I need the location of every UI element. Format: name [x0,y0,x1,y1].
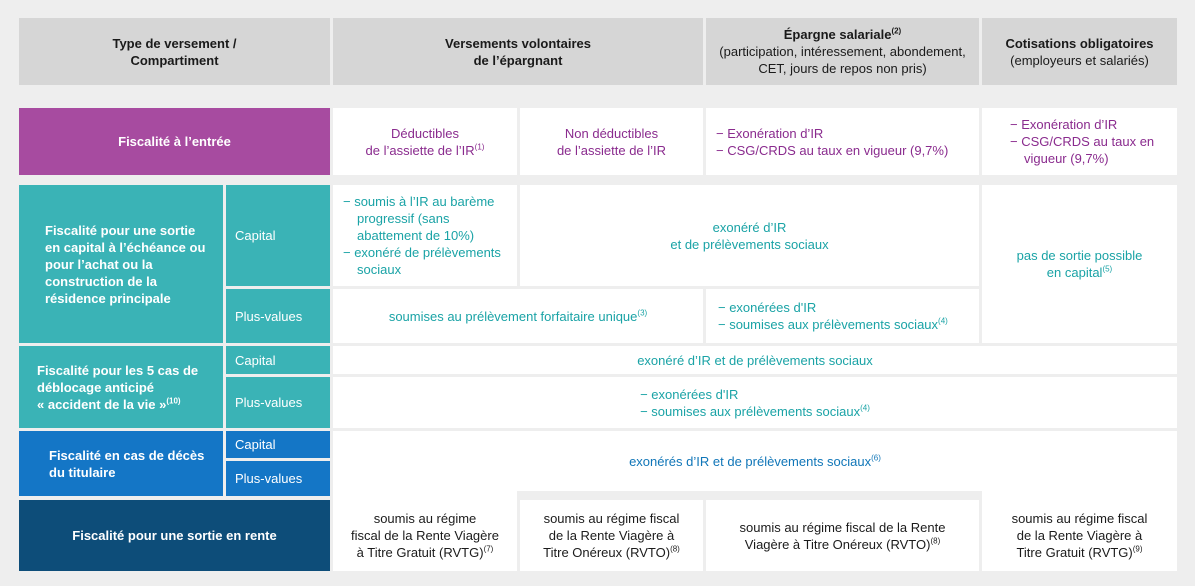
deblocage-capital-label: Capital [226,346,330,374]
entry-epargne: − Exonération d’IR − CSG/CRDS au taux en… [706,108,979,175]
row-head-entree: Fiscalité à l’entrée [19,108,330,175]
rente-volontaires-non-deductible: soumis au régime fiscal de la Rente Viag… [520,500,703,571]
deblocage-pv-text: − exonérées d'IR − soumises aux prélèvem… [333,377,1177,428]
sortie-pas-possible: pas de sortie possible en capital(5) [982,185,1177,343]
entry-deductible-line1: Déductibles [391,125,459,141]
row-head-rente: Fiscalité pour une sortie en rente [19,500,330,571]
deces-text-extension-right [982,491,1177,500]
header-versements-volontaires: Versements volontaires de l’épargnant [333,18,703,85]
deblocage-plusvalues-label: Plus-values [226,377,330,428]
sortie-capital-deductible: − soumis à l’IR au barème progressif (sa… [333,185,517,286]
header-cotisations: Cotisations obligatoires (employeurs et … [982,18,1177,85]
sortie-plusvalues-label: Plus-values [226,289,330,343]
header-col3-line2: CET, jours de repos non pris) [758,61,927,76]
header-col1-line1: Type de versement / [112,35,237,51]
deblocage-capital-text: exonéré d’IR et de prélèvements sociaux [333,346,1177,374]
rente-epargne: soumis au régime fiscal de la Rente Viag… [706,500,979,571]
header-col1-line2: Compartiment [130,52,219,68]
entry-deductible-line2: de l’assiette de l’IR(1) [365,142,485,158]
sortie-pv-volontaires: soumises au prélèvement forfaitaire uniq… [333,289,703,343]
deces-capital-label: Capital [226,431,330,458]
header-col3-line1: (participation, intéressement, abondemen… [719,44,966,59]
header-col3-title: Épargne salariale(2) [783,26,902,42]
header-type-versement: Type de versement / Compartiment [19,18,330,85]
deces-text-extension [333,491,517,500]
row-head-deces: Fiscalité en cas de décès du titulaire [19,431,223,496]
deces-plusvalues-label: Plus-values [226,461,330,496]
row-head-sortie-capital: Fiscalité pour une sortie en capital à l… [19,185,223,343]
sortie-capital-exonere: exonéré d’IR et de prélèvements sociaux [520,185,979,286]
header-col4-title: Cotisations obligatoires [1005,35,1154,51]
entry-non-deductible: Non déductibles de l’assiette de l’IR [520,108,703,175]
header-epargne-salariale: Épargne salariale(2) (participation, int… [706,18,979,85]
rente-cotisations: soumis au régime fiscal de la Rente Viag… [982,500,1177,571]
header-col2-line2: de l’épargnant [473,52,563,68]
header-col4-sub: (employeurs et salariés) [1010,52,1149,68]
sortie-capital-label: Capital [226,185,330,286]
header-col2-line1: Versements volontaires [445,35,591,51]
row-head-deblocage: Fiscalité pour les 5 cas de déblocage an… [19,346,223,428]
sortie-pv-epargne: − exonérées d'IR − soumises aux prélèvem… [706,289,979,343]
deces-text: exonérés d’IR et de prélèvements sociaux… [333,431,1177,491]
entry-cotisations: − Exonération d’IR − CSG/CRDS au taux en… [982,108,1177,175]
rente-volontaires-deductible: soumis au régime fiscal de la Rente Viag… [333,500,517,571]
entry-deductible: Déductibles de l’assiette de l’IR(1) [333,108,517,175]
